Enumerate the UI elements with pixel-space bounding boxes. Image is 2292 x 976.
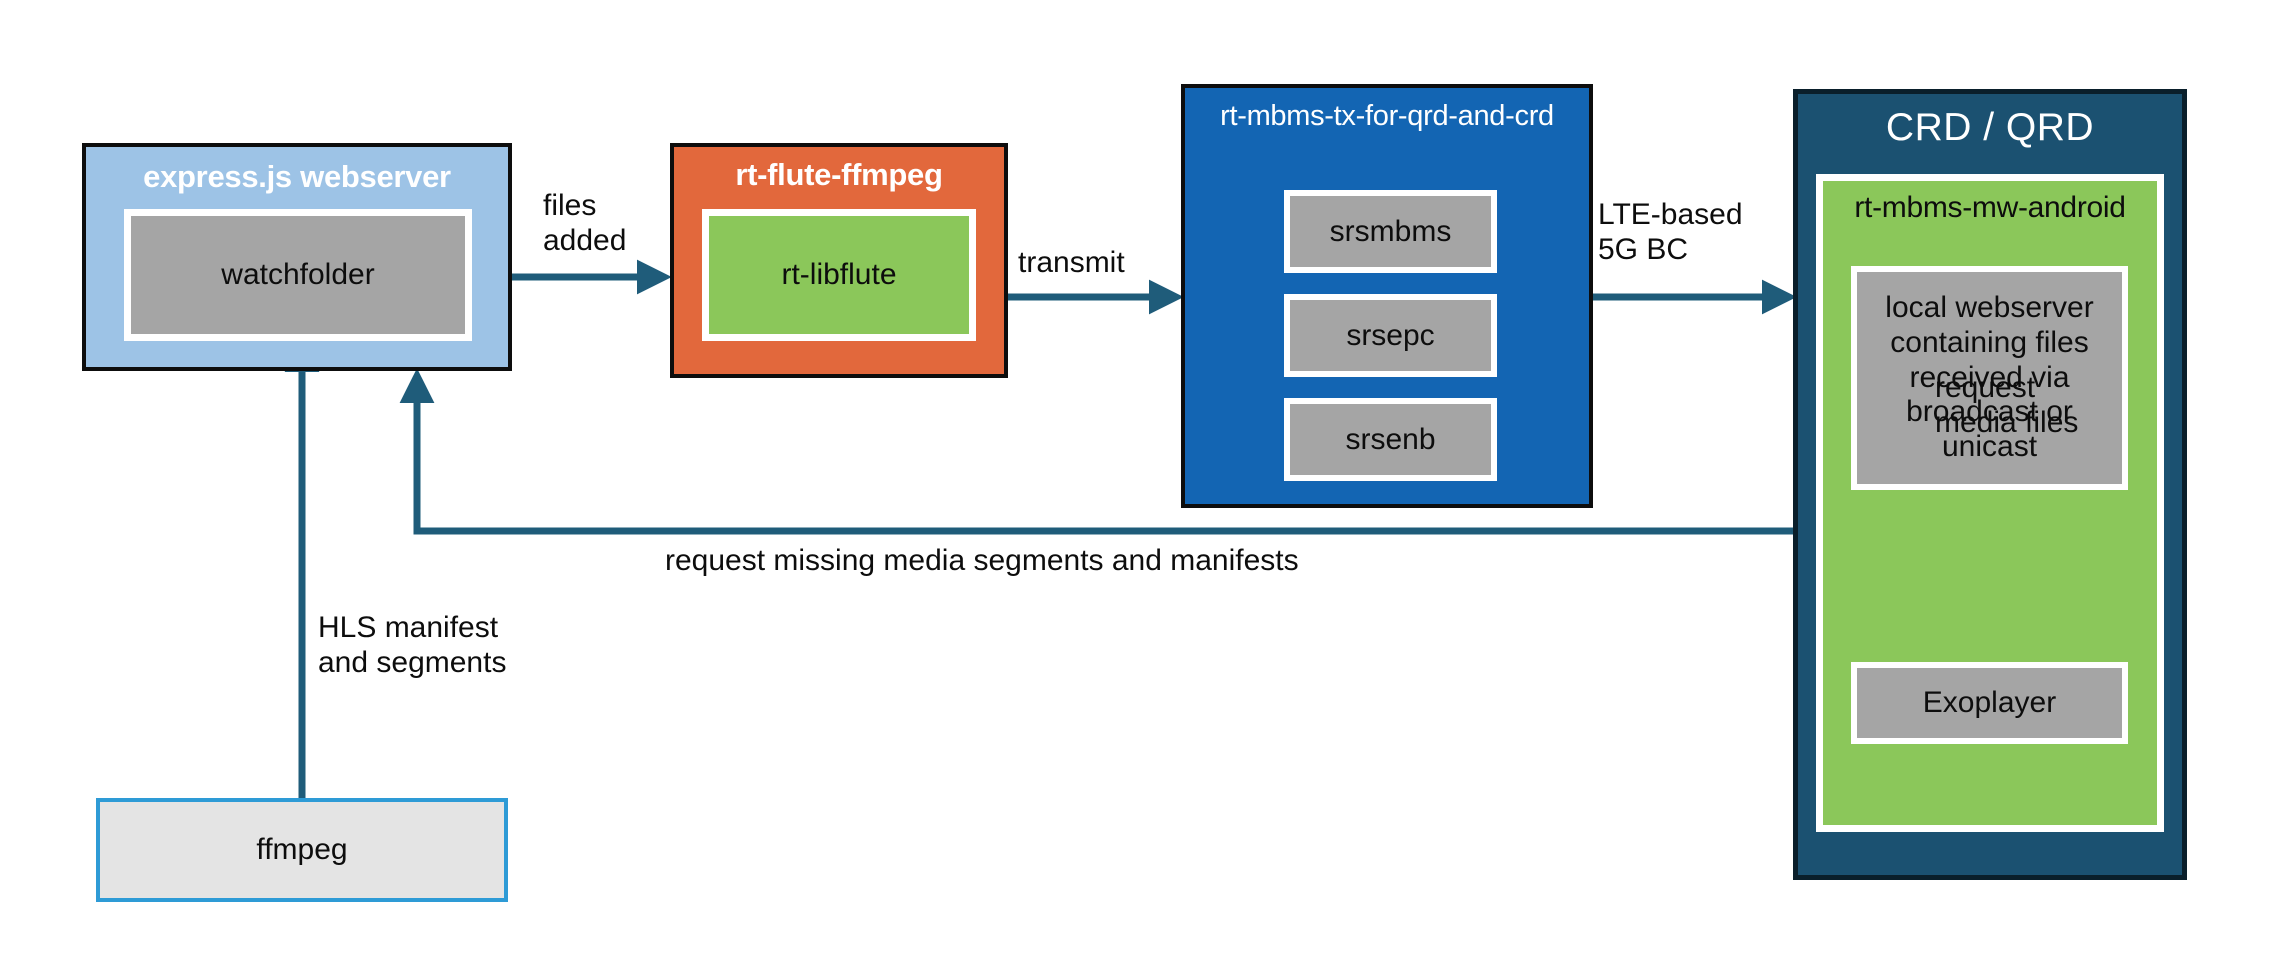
label-lte-based-5g-bc: LTE-based 5G BC	[1598, 198, 1743, 267]
arrow-crd-to-express-request	[399, 368, 1818, 535]
node-ffmpeg[interactable]: ffmpeg	[96, 798, 508, 902]
node-rt-mbms-tx[interactable]: rt-mbms-tx-for-qrd-and-crd srsmbms srsep…	[1181, 84, 1593, 508]
node-express-webserver[interactable]: express.js webserver watchfolder	[82, 143, 512, 371]
rt-mbms-mw-android-title: rt-mbms-mw-android	[1854, 191, 2126, 224]
node-srsmbms[interactable]: srsmbms	[1284, 190, 1497, 273]
node-watchfolder[interactable]: watchfolder	[124, 209, 472, 341]
node-rt-libflute[interactable]: rt-libflute	[702, 209, 976, 341]
node-srsenb[interactable]: srsenb	[1284, 398, 1497, 481]
node-crd-qrd[interactable]: CRD / QRD rt-mbms-mw-android local webse…	[1793, 89, 2187, 880]
label-request-media-files: request media files	[1935, 371, 2079, 439]
node-local-webserver[interactable]: local webserver containing files receive…	[1851, 266, 2128, 490]
node-exoplayer[interactable]: Exoplayer	[1851, 662, 2128, 744]
node-rt-mbms-mw-android[interactable]: rt-mbms-mw-android local webserver conta…	[1816, 174, 2164, 832]
label-transmit: transmit	[1018, 246, 1125, 279]
rt-flute-ffmpeg-title: rt-flute-ffmpeg	[735, 157, 943, 192]
rt-mbms-tx-title: rt-mbms-tx-for-qrd-and-crd	[1220, 100, 1554, 132]
node-rt-flute-ffmpeg[interactable]: rt-flute-ffmpeg rt-libflute	[670, 143, 1008, 378]
express-webserver-title: express.js webserver	[143, 159, 451, 194]
node-srsepc[interactable]: srsepc	[1284, 294, 1497, 377]
label-hls-manifest-and-segments: HLS manifest and segments	[318, 611, 507, 680]
label-request-missing-segments: request missing media segments and manif…	[665, 544, 1299, 577]
label-files-added: files added	[543, 189, 627, 258]
crd-qrd-title: CRD / QRD	[1885, 106, 2095, 149]
